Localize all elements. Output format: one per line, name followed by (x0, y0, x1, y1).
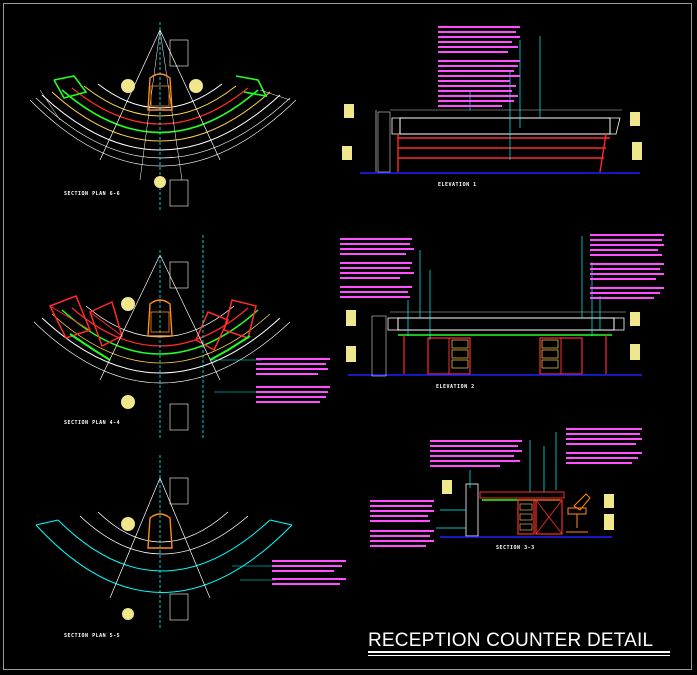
label-section-plan-6-6: SECTION PLAN 6-6 (64, 191, 121, 197)
label-elevation-1: ELEVATION 1 (438, 182, 477, 188)
label-section-plan-4-4: SECTION PLAN 4-4 (64, 420, 121, 426)
label-elevation-2: ELEVATION 2 (436, 384, 475, 390)
section-plan-4-4-drawing (33, 235, 291, 440)
section-3-3-drawing (436, 432, 614, 538)
title-underline-thin (368, 655, 670, 656)
section-plan-6-6-drawing (29, 22, 297, 210)
elevation-2-drawing (346, 236, 642, 377)
label-section-3-3: SECTION 3-3 (496, 545, 535, 551)
section-plan-5-5-drawing (35, 455, 293, 630)
drawing-border (3, 3, 692, 670)
title-underline (368, 651, 670, 653)
drawing-title: RECEPTION COUNTER DETAIL (368, 630, 654, 651)
elevation-1-drawing (342, 36, 642, 174)
label-section-plan-5-5: SECTION PLAN 5-5 (64, 633, 121, 639)
